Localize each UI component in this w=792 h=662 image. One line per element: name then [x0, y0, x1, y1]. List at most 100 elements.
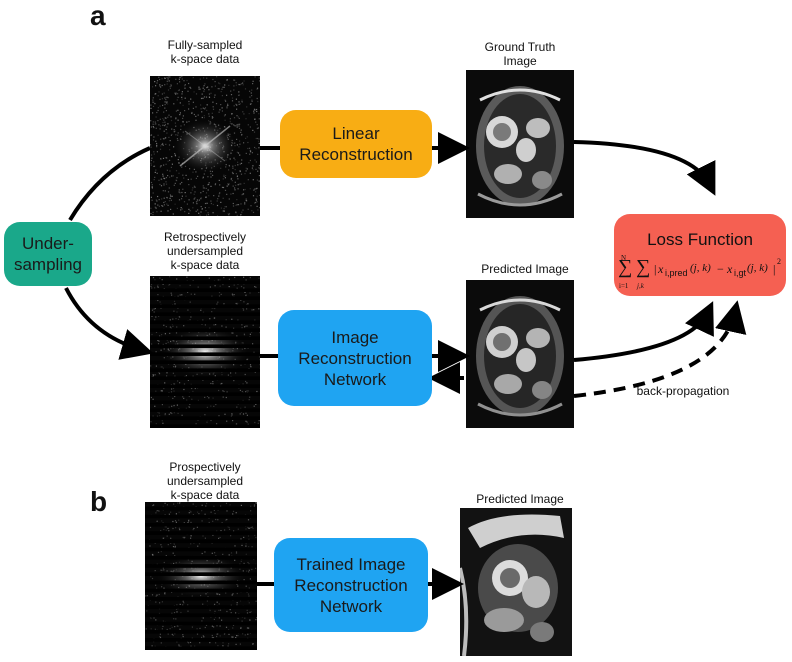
kspace-noise-dot	[170, 195, 172, 197]
kspace-noise-dot	[255, 403, 257, 405]
kspace-noise-dot	[245, 137, 247, 139]
kspace-noise-dot	[222, 197, 224, 199]
kspace-noise-dot	[235, 125, 237, 127]
kspace-noise-dot	[206, 109, 208, 111]
caption-predicted-b: Predicted Image	[476, 492, 564, 506]
kspace-noise-dot	[249, 90, 251, 92]
kspace-noise-dot	[222, 210, 224, 212]
kspace-noise-dot	[256, 201, 258, 203]
kspace-noise-dot	[153, 504, 155, 506]
kspace-noise-dot	[224, 119, 226, 121]
kspace-noise-dot	[246, 390, 248, 392]
kspace-noise-dot	[192, 503, 194, 505]
kspace-noise-dot	[237, 635, 239, 637]
kspace-noise-dot	[237, 164, 239, 166]
kspace-noise-dot	[226, 510, 228, 512]
kspace-noise-dot	[234, 181, 236, 183]
kspace-noise-dot	[194, 197, 196, 199]
kspace-noise-dot	[237, 204, 240, 206]
kspace-undersampling-stripe	[150, 280, 260, 284]
kspace-noise-dot	[242, 391, 244, 393]
kspace-noise-dot	[213, 195, 215, 197]
kspace-noise-dot	[179, 77, 181, 79]
kspace-noise-dot	[183, 325, 185, 327]
kspace-noise-dot	[235, 212, 237, 214]
kspace-noise-dot	[156, 594, 158, 596]
kspace-noise-dot	[152, 554, 154, 556]
kspace-noise-dot	[235, 643, 237, 645]
kspace-noise-dot	[218, 88, 220, 90]
kspace-noise-dot	[150, 421, 152, 423]
kspace-noise-dot	[206, 421, 208, 423]
kspace-noise-dot	[228, 198, 230, 200]
kspace-noise-dot	[171, 163, 173, 165]
kspace-noise-dot	[255, 201, 257, 204]
kspace-noise-dot	[229, 120, 231, 122]
kspace-noise-dot	[177, 93, 179, 95]
kspace-noise-dot	[167, 89, 170, 91]
kspace-noise-dot	[156, 146, 158, 148]
kspace-noise-dot	[178, 527, 180, 529]
kspace-noise-dot	[203, 636, 205, 638]
kspace-noise-dot	[220, 104, 222, 106]
kspace-noise-dot	[188, 642, 190, 644]
kspace-noise-dot	[194, 293, 196, 295]
kspace-noise-dot	[172, 527, 174, 530]
kspace-noise-dot	[168, 284, 170, 286]
kspace-noise-dot	[151, 186, 153, 188]
kspace-noise-dot	[254, 76, 256, 78]
kspace-noise-dot	[199, 214, 201, 216]
kspace-noise-dot	[192, 171, 194, 173]
kspace-noise-dot	[218, 111, 220, 113]
kspace-noise-dot	[256, 390, 258, 393]
kspace-noise-dot	[228, 164, 230, 167]
kspace-noise-dot	[160, 530, 162, 532]
kspace-noise-dot	[256, 205, 258, 207]
kspace-noise-dot	[214, 307, 216, 310]
kspace-noise-dot	[150, 628, 152, 630]
kspace-noise-dot	[244, 203, 246, 205]
kspace-noise-dot	[248, 546, 250, 548]
kspace-noise-dot	[203, 96, 206, 98]
kspace-noise-dot	[200, 211, 202, 213]
kspace-noise-dot	[222, 186, 225, 189]
kspace-noise-dot	[254, 202, 256, 204]
kspace-noise-dot	[216, 633, 218, 635]
kspace-noise-dot	[251, 331, 253, 333]
formula-power: 2	[777, 257, 781, 266]
kspace-noise-dot	[226, 391, 228, 393]
kspace-undersampling-stripe	[150, 400, 260, 404]
kspace-noise-dot	[232, 510, 235, 512]
kspace-noise-dot	[236, 199, 238, 201]
kspace-noise-dot	[158, 76, 160, 78]
kspace-noise-dot	[212, 212, 214, 214]
kspace-noise-dot	[227, 104, 229, 106]
kspace-noise-dot	[245, 585, 247, 587]
kspace-noise-dot	[162, 121, 164, 124]
kspace-noise-dot	[221, 88, 223, 90]
kspace-noise-dot	[256, 195, 258, 197]
kspace-noise-dot	[170, 412, 172, 414]
kspace-noise-dot	[255, 567, 257, 569]
kspace-noise-dot	[156, 520, 158, 522]
kspace-noise-dot	[251, 89, 253, 91]
kspace-noise-dot	[161, 366, 163, 368]
kspace-undersampling-stripe	[145, 588, 257, 593]
kspace-noise-dot	[152, 415, 154, 417]
kspace-noise-dot	[250, 505, 252, 507]
kspace-noise-dot	[199, 627, 201, 629]
kspace-noise-dot	[165, 102, 167, 104]
kspace-noise-dot	[177, 119, 179, 121]
kspace-undersampling-stripe	[150, 368, 260, 372]
kspace-noise-dot	[198, 199, 200, 201]
kspace-noise-dot	[233, 85, 235, 87]
kspace-noise-dot	[154, 628, 156, 630]
kspace-noise-dot	[249, 188, 251, 190]
kspace-noise-dot	[241, 134, 243, 136]
kspace-noise-dot	[150, 162, 152, 164]
kspace-noise-dot	[239, 413, 241, 415]
kspace-noise-dot	[204, 207, 206, 209]
kspace-noise-dot	[251, 546, 253, 548]
kspace-noise-dot	[165, 177, 167, 179]
